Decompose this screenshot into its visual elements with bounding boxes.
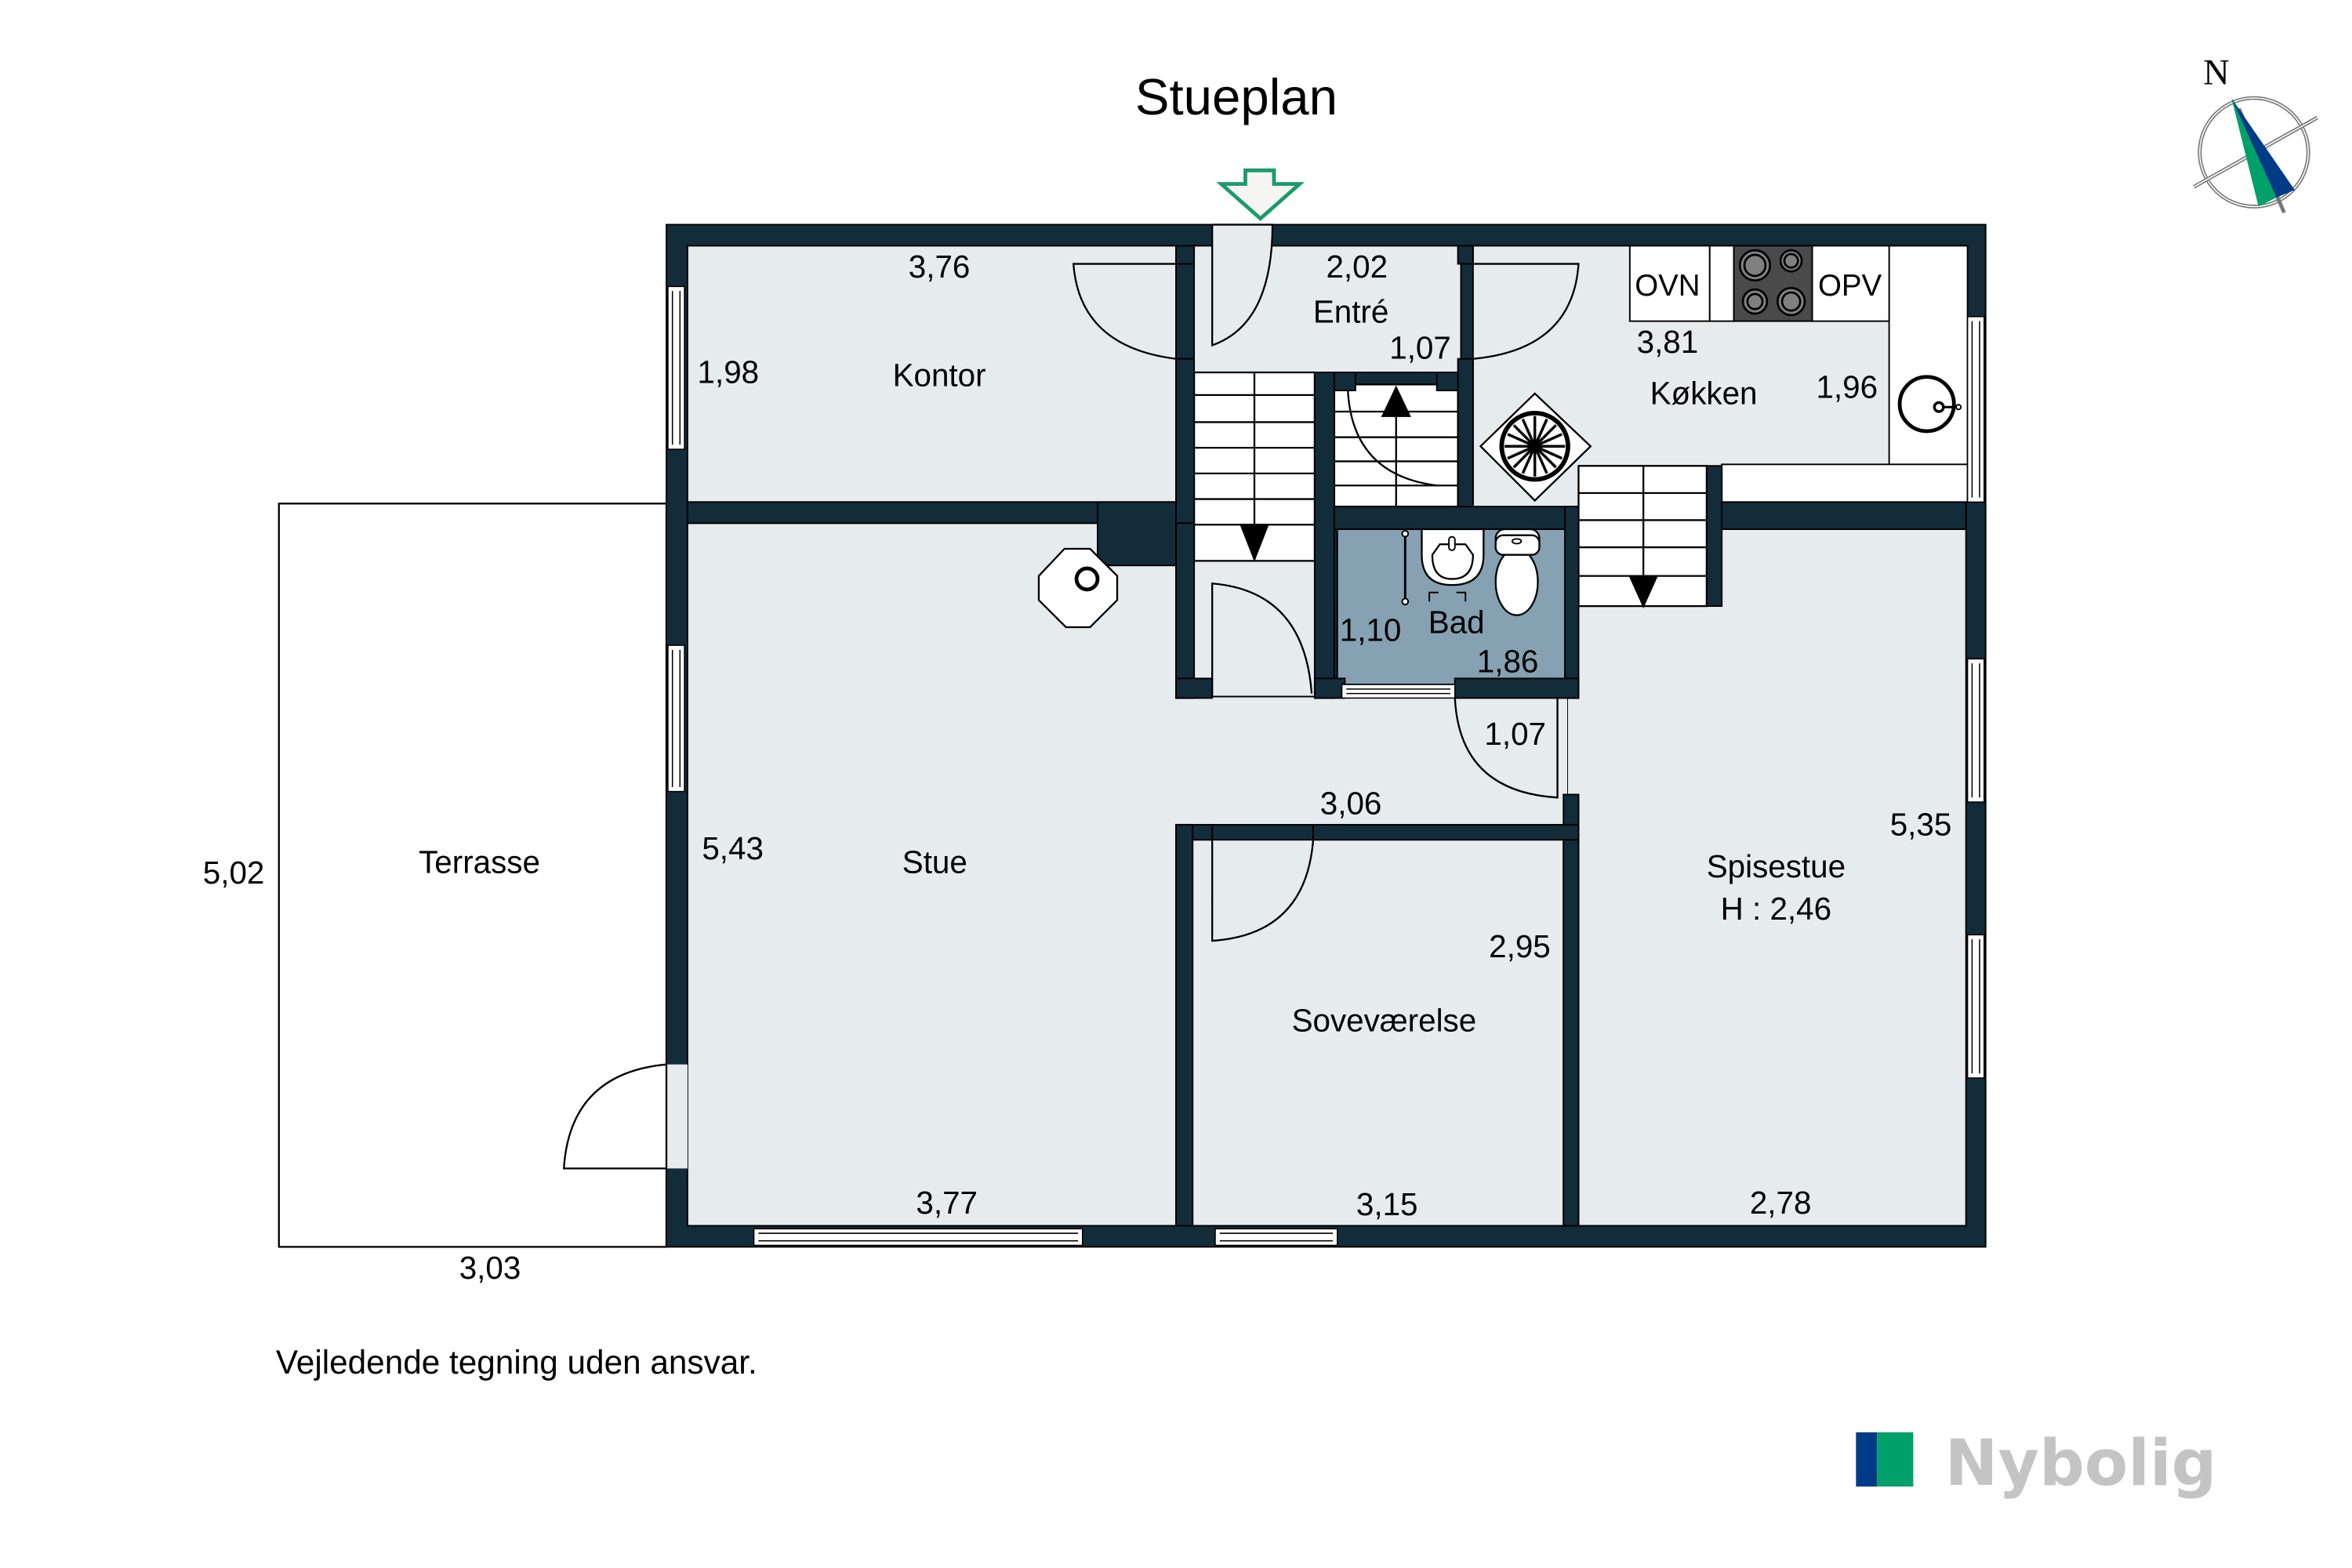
room-stue-name: Stue <box>902 844 967 880</box>
room-bad-width: 1,10 <box>1340 612 1402 648</box>
room-terrasse-width: 3,03 <box>459 1250 521 1286</box>
window-spisestue-2 <box>1966 934 1985 1079</box>
door-stair <box>1347 390 1437 487</box>
room-kokken-depth: 1,96 <box>1816 369 1878 405</box>
window-stue-south <box>753 1228 1083 1247</box>
room-sovevaerelse-depth: 2,95 <box>1489 928 1551 964</box>
wood-stove-icon <box>1037 547 1119 629</box>
room-sovevaerelse-width: 3,15 <box>1356 1186 1418 1222</box>
room-bad-depth: 1,86 <box>1477 644 1539 680</box>
toilet-icon <box>1494 528 1541 616</box>
compass-north-label: N <box>2203 53 2229 93</box>
room-sovevaerelse-name: Soveværelse <box>1292 1002 1477 1038</box>
nybolig-logo: Nybolig <box>1856 1427 2216 1501</box>
room-kokken-width: 3,81 <box>1637 324 1699 360</box>
kitchen-counter <box>1628 245 1969 503</box>
room-bad-name: Bad <box>1428 604 1485 641</box>
window-kitchen <box>1966 316 1985 503</box>
hob-icon <box>1738 249 1806 317</box>
room-spisestue-name: Spisestue <box>1707 848 1846 884</box>
stairs-right <box>1577 465 1708 608</box>
stairs-left <box>1192 371 1316 562</box>
stairs-center <box>1333 383 1459 508</box>
window-kontor <box>667 285 685 450</box>
disclaimer-text: Vejledende tegning uden ansvar. <box>276 1344 757 1381</box>
door-terrace <box>563 1063 667 1170</box>
doors <box>563 223 1580 1170</box>
room-kontor-name: Kontor <box>893 357 986 393</box>
page-title: Stueplan <box>1135 68 1338 125</box>
door-kitchen <box>1472 263 1580 360</box>
dishwasher-label: OPV <box>1818 269 1882 303</box>
room-stue-depth: 5,43 <box>702 830 764 866</box>
window-stue-west <box>667 644 685 793</box>
room-entre-name: Entré <box>1313 294 1389 330</box>
room-spisestue-width: 2,78 <box>1750 1185 1812 1221</box>
window-bath <box>1341 684 1456 699</box>
room-kokken-name: Køkken <box>1650 375 1758 411</box>
door-hall <box>1211 582 1313 697</box>
door-front <box>1211 223 1274 347</box>
hall-width: 1,07 <box>1484 716 1546 752</box>
room-entre-width: 2,02 <box>1326 249 1388 285</box>
oven-label: OVN <box>1635 269 1700 303</box>
room-entre-depth: 1,07 <box>1389 330 1451 366</box>
logo-text: Nybolig <box>1945 1427 2217 1501</box>
door-kontor <box>1072 263 1177 360</box>
room-terrasse-name: Terrasse <box>419 844 540 880</box>
window-bedroom <box>1214 1228 1338 1247</box>
room-spisestue-depth: 5,35 <box>1890 806 1952 842</box>
room-spisestue-height: H : 2,46 <box>1721 891 1831 927</box>
room-stue-width: 3,77 <box>916 1185 978 1221</box>
kitchen-sink-icon <box>1897 375 1962 434</box>
hall-bottom-width: 3,06 <box>1320 785 1382 821</box>
door-bath <box>1454 698 1559 799</box>
room-kontor-depth: 1,98 <box>698 354 760 390</box>
entrance-arrow-icon <box>1216 168 1305 222</box>
interior-walls <box>686 245 1967 1227</box>
room-terrasse-depth: 5,02 <box>203 855 265 891</box>
compass-icon: N <box>2192 53 2318 214</box>
door-bedroom <box>1211 840 1315 942</box>
windows <box>667 285 1985 1247</box>
room-kontor-width: 3,76 <box>909 249 971 285</box>
fan-unit-icon <box>1479 392 1592 503</box>
bath-fixtures <box>1401 528 1541 616</box>
window-spisestue-1 <box>1966 658 1985 803</box>
